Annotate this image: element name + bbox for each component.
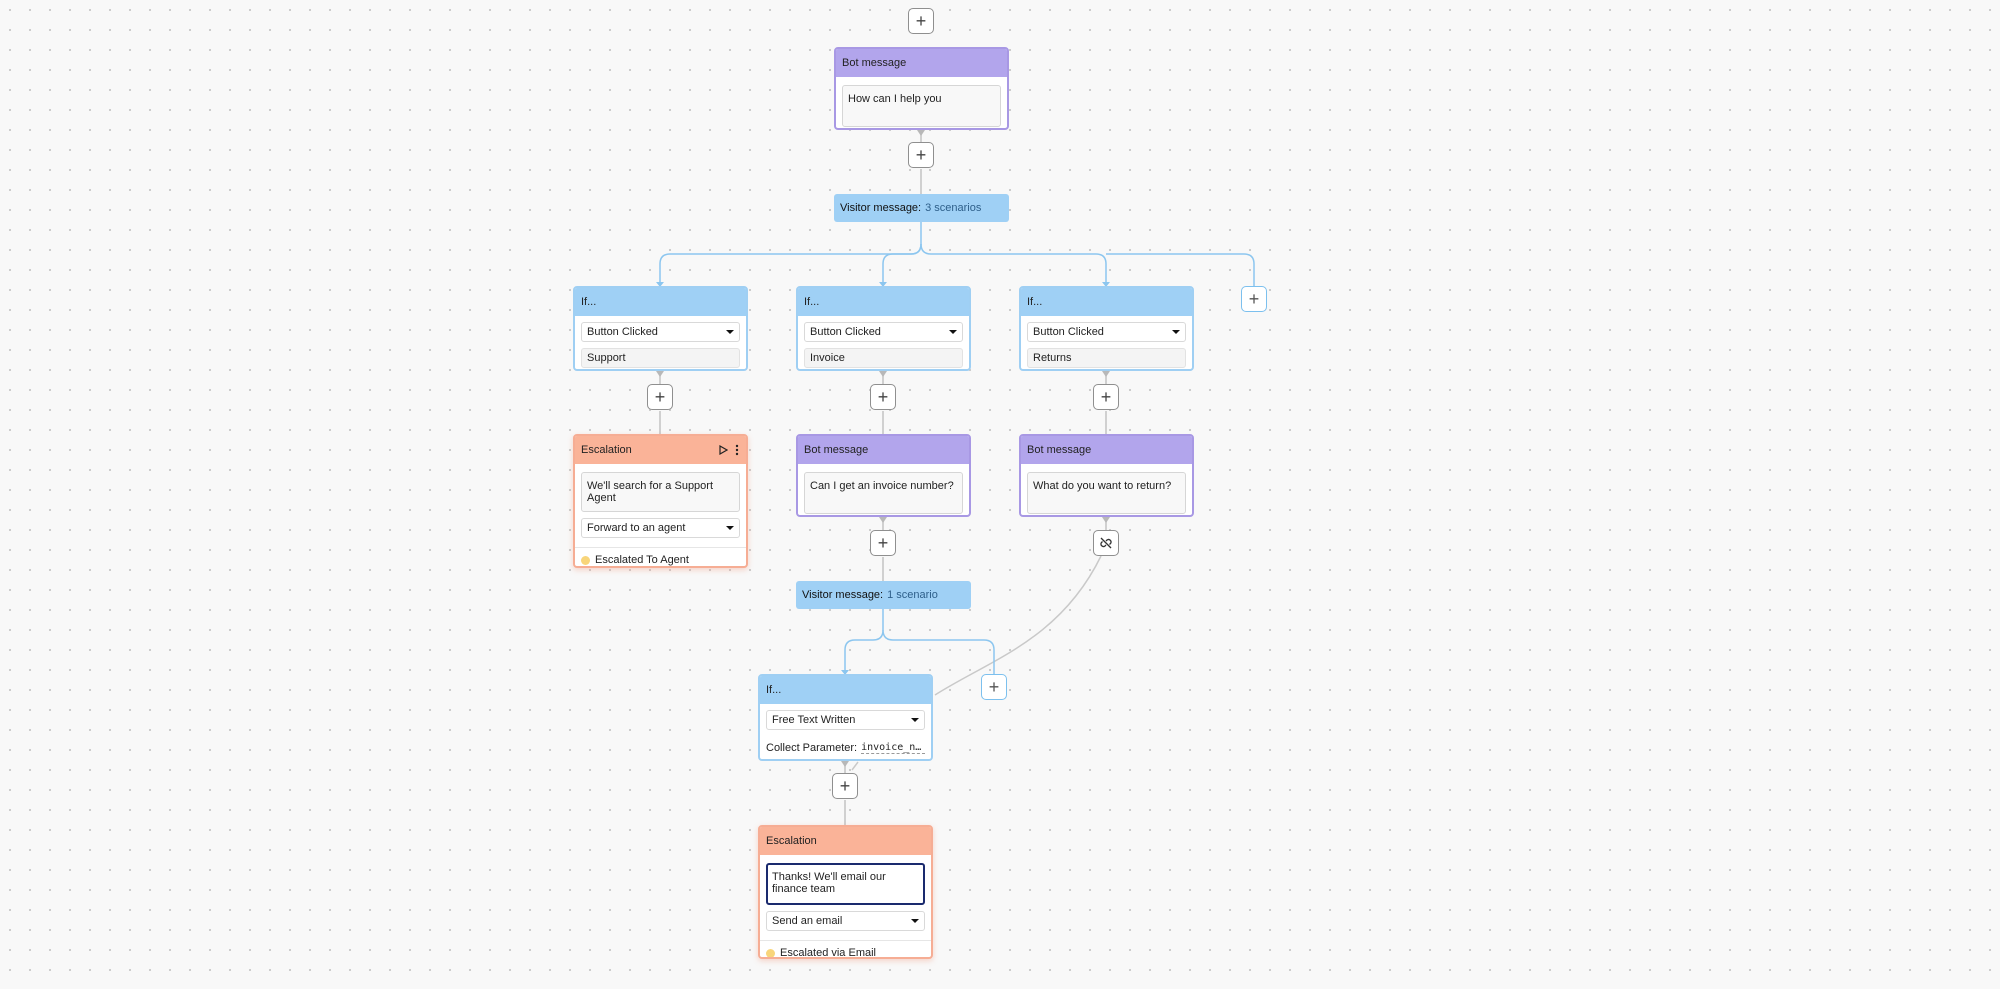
visitor-message-node-invoice[interactable]: Visitor message: 1 scenario (796, 581, 971, 609)
condition-node-returns[interactable]: If... Button Clicked Returns (1019, 286, 1194, 371)
collect-parameter[interactable]: Collect Parameter: invoice_num… (766, 742, 925, 754)
escalation-action-select[interactable]: Send an email (766, 911, 925, 931)
node-header: If... (798, 288, 969, 316)
add-step-button[interactable]: + (647, 384, 673, 410)
condition-node-invoice[interactable]: If... Button Clicked Invoice (796, 286, 971, 371)
bot-message-node-invoice[interactable]: Bot message Can I get an invoice number? (796, 434, 971, 517)
play-icon[interactable] (718, 445, 728, 455)
status-dot-icon (581, 555, 590, 565)
message-text-editor[interactable]: Thanks! We'll email our finance team (766, 863, 925, 905)
condition-node-free-text[interactable]: If... Free Text Written Collect Paramete… (758, 674, 933, 761)
node-header: Escalation (575, 436, 746, 464)
unlink-icon (1100, 537, 1112, 549)
escalation-status: Escalated via Email (760, 940, 931, 959)
unlink-button[interactable] (1093, 530, 1119, 556)
escalation-action-select[interactable]: Forward to an agent (581, 518, 740, 538)
bot-message-node[interactable]: Bot message How can I help you (834, 47, 1009, 130)
visitor-message-label: Visitor message: (802, 589, 884, 601)
add-step-button[interactable]: + (1093, 384, 1119, 410)
condition-node-support[interactable]: If... Button Clicked Support (573, 286, 748, 371)
chevron-down-icon (1172, 330, 1180, 334)
message-text[interactable]: How can I help you (842, 85, 1001, 127)
add-step-button[interactable]: + (908, 8, 934, 34)
message-text[interactable]: Can I get an invoice number? (804, 472, 963, 514)
add-step-button[interactable]: + (832, 773, 858, 799)
add-scenario-button[interactable]: + (981, 674, 1007, 700)
node-header: If... (1021, 288, 1192, 316)
node-header: Bot message (1021, 436, 1192, 464)
scenario-count: 3 scenarios (925, 202, 982, 214)
escalation-node-support[interactable]: Escalation We'll search for a Support Ag… (573, 434, 748, 568)
status-label: Escalated To Agent (595, 554, 689, 566)
visitor-message-node[interactable]: Visitor message: 3 scenarios (834, 194, 1009, 222)
parameter-name[interactable]: invoice_num… (861, 742, 925, 754)
node-title: Escalation (581, 444, 632, 456)
condition-select-value: Button Clicked (1033, 326, 1104, 338)
message-text[interactable]: We'll search for a Support Agent (581, 472, 740, 512)
button-value-field[interactable]: Returns (1027, 348, 1186, 368)
visitor-message-label: Visitor message: (840, 202, 922, 214)
scenario-count: 1 scenario (887, 589, 938, 601)
add-step-button[interactable]: + (870, 530, 896, 556)
condition-select[interactable]: Button Clicked (804, 322, 963, 342)
escalation-action-value: Send an email (772, 915, 843, 927)
condition-select-value: Button Clicked (587, 326, 658, 338)
escalation-action-value: Forward to an agent (587, 522, 686, 534)
node-header: If... (760, 676, 931, 704)
message-text[interactable]: What do you want to return? (1027, 472, 1186, 514)
bot-message-node-returns[interactable]: Bot message What do you want to return? (1019, 434, 1194, 517)
node-header: Bot message (836, 49, 1007, 77)
chevron-down-icon (911, 919, 919, 923)
collect-parameter-label: Collect Parameter: (766, 742, 858, 754)
more-vertical-icon[interactable] (734, 444, 740, 456)
add-step-button[interactable]: + (908, 142, 934, 168)
chevron-down-icon (949, 330, 957, 334)
button-value-field[interactable]: Invoice (804, 348, 963, 368)
add-scenario-button[interactable]: + (1241, 286, 1267, 312)
button-value-field[interactable]: Support (581, 348, 740, 368)
condition-select-value: Button Clicked (810, 326, 881, 338)
condition-select-value: Free Text Written (772, 714, 856, 726)
condition-select[interactable]: Free Text Written (766, 710, 925, 730)
condition-select[interactable]: Button Clicked (581, 322, 740, 342)
escalation-node-finance[interactable]: Escalation Thanks! We'll email our finan… (758, 825, 933, 959)
add-step-button[interactable]: + (870, 384, 896, 410)
chevron-down-icon (726, 526, 734, 530)
condition-select[interactable]: Button Clicked (1027, 322, 1186, 342)
node-header: Escalation (760, 827, 931, 855)
status-dot-icon (766, 948, 775, 957)
node-header: Bot message (798, 436, 969, 464)
escalation-status: Escalated To Agent (575, 547, 746, 566)
chevron-down-icon (911, 718, 919, 722)
chevron-down-icon (726, 330, 734, 334)
node-header: If... (575, 288, 746, 316)
status-label: Escalated via Email (780, 947, 876, 959)
